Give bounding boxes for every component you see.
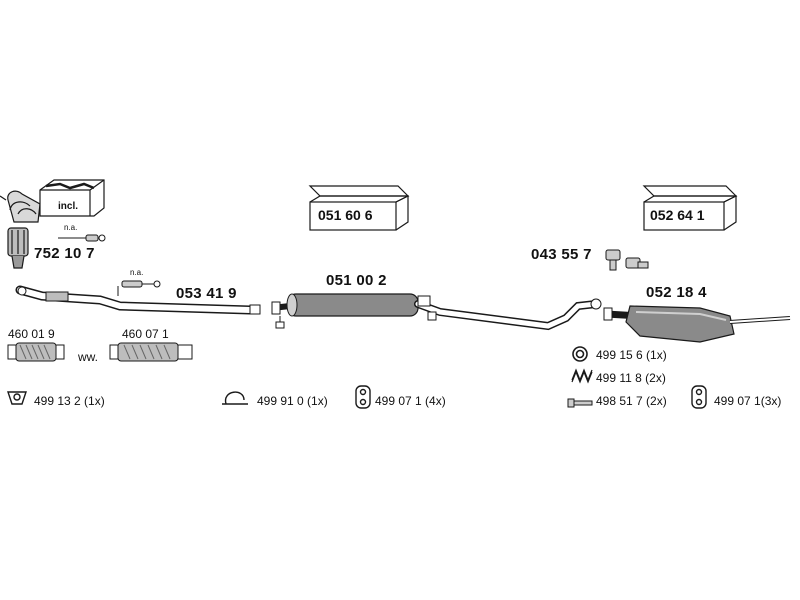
- middle-box-part-number: 051 60 6: [318, 207, 373, 223]
- kit-box-rear: [642, 185, 738, 231]
- front-pipe-illustration: [15, 285, 261, 315]
- rear-muffler-part-number: 052 18 4: [646, 284, 707, 301]
- bolt-kit-illustration: [605, 249, 649, 271]
- lambda-sensor-2: [117, 280, 161, 296]
- manifold-part-number: 752 10 7: [34, 245, 95, 262]
- rubber-hanger-icon-2: [691, 385, 707, 409]
- manifold-sensor-note: n.a.: [64, 223, 78, 232]
- hardware-label-4: 499 15 6 (1x): [596, 348, 667, 362]
- front-pipe-sensor-note: n.a.: [130, 268, 144, 277]
- front-pipe-part-number: 053 41 9: [176, 285, 237, 302]
- rear-box-part-number: 052 64 1: [650, 207, 705, 223]
- flex-pipe-b-part-number: 460 07 1: [122, 327, 169, 341]
- hardware-label-1: 499 13 2 (1x): [34, 394, 105, 408]
- flex-pipe-b-illustration: [109, 342, 193, 362]
- middle-muffler-illustration: [271, 293, 602, 331]
- hardware-label-3: 499 07 1 (4x): [375, 394, 446, 408]
- hardware-label-6: 498 51 7 (2x): [596, 394, 667, 408]
- manifold-catalyst-illustration: [0, 190, 41, 269]
- lambda-sensor-1: [58, 234, 106, 242]
- middle-muffler-part-number: 051 00 2: [326, 272, 387, 289]
- ring-icon: [572, 346, 588, 362]
- rubber-hanger-icon: [355, 385, 371, 409]
- hardware-label-7: 499 07 1(3x): [714, 394, 782, 408]
- hardware-label-2: 499 91 0 (1x): [257, 394, 328, 408]
- bolt-kit-part-number: 043 55 7: [531, 246, 592, 263]
- bolt-icon: [567, 398, 593, 408]
- hardware-label-5: 499 11 8 (2x): [596, 371, 666, 385]
- spring-icon: [571, 368, 593, 384]
- kit-box-manifold: [39, 179, 105, 217]
- manifold-box-label: incl.: [58, 201, 79, 212]
- flex-pipe-a-illustration: [7, 342, 65, 362]
- kit-box-middle: [308, 185, 410, 231]
- flex-pipe-separator: ww.: [78, 350, 99, 364]
- gasket-icon: [7, 391, 27, 405]
- clamp-icon: [222, 391, 248, 405]
- rear-muffler-illustration: [603, 305, 791, 343]
- flex-pipe-a-part-number: 460 01 9: [8, 327, 55, 341]
